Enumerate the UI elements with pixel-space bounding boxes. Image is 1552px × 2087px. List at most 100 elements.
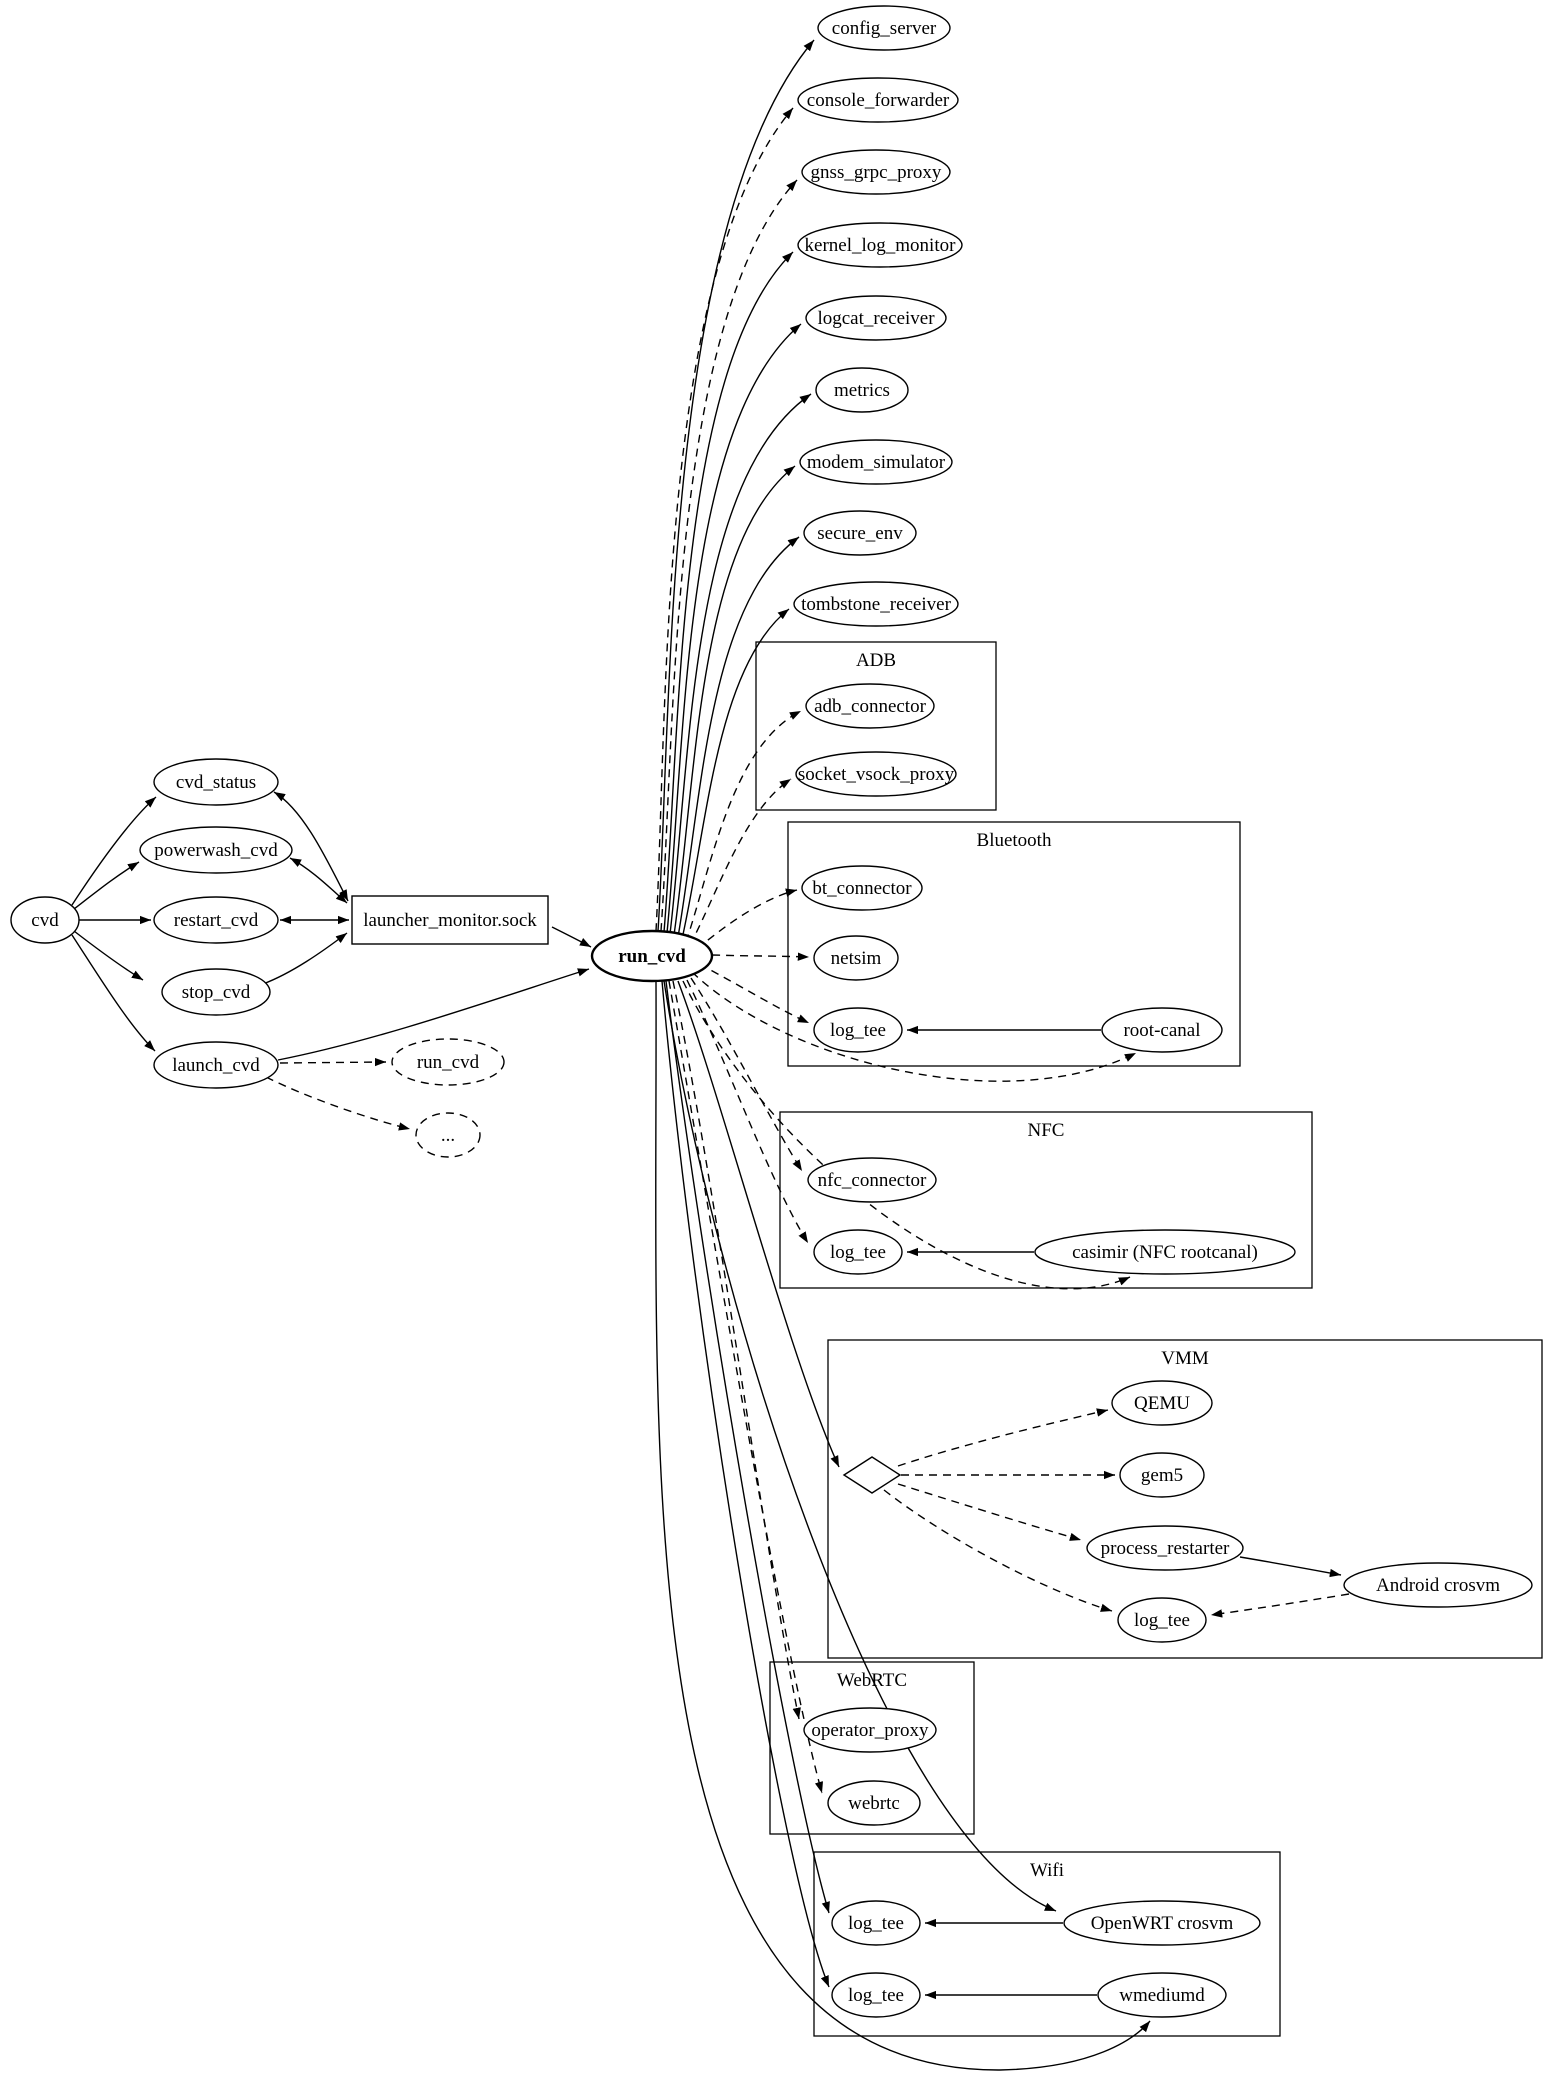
- secure_env-label: secure_env: [817, 523, 903, 544]
- cvd_status-label: cvd_status: [176, 772, 256, 793]
- cvd_status-shape: [153, 758, 279, 806]
- node-webrtc: webrtc: [827, 1780, 921, 1826]
- edge-android_crosvm-log_tee_vmm: [1210, 1593, 1350, 1618]
- node-gnss_grpc_proxy: gnss_grpc_proxy: [801, 149, 951, 195]
- console_forwarder-label: console_forwarder: [807, 90, 950, 111]
- cluster-adb: ADB: [755, 641, 997, 811]
- vmm-selector-diamond-icon: [842, 1456, 902, 1494]
- node-powerwash_cvd: powerwash_cvd: [139, 826, 293, 874]
- edge-run_cvd-console_forwarder: [655, 107, 794, 932]
- log_tee-nfc-label: log_tee: [830, 1242, 886, 1263]
- wifi-title: Wifi: [1030, 1860, 1064, 1881]
- restart_cvd-shape: [153, 896, 279, 944]
- edge-run_cvd-log_tee_wifi_wmediumd: [661, 980, 830, 1988]
- wmediumd-shape: [1097, 1972, 1227, 2018]
- modem_simulator-label: modem_simulator: [807, 452, 946, 473]
- edge-run_cvd-webrtc: [668, 980, 824, 1794]
- node-netsim: netsim: [813, 935, 899, 981]
- metrics-label: metrics: [834, 380, 890, 401]
- log_tee-vmm-label: log_tee: [1134, 1610, 1190, 1631]
- wmediumd-label: wmediumd: [1119, 1985, 1205, 2006]
- log_tee-vmm-shape: [1117, 1597, 1207, 1643]
- node-gem5: gem5: [1119, 1452, 1205, 1498]
- root_canal-label: root-canal: [1123, 1020, 1200, 1041]
- edge-run_cvd-adb_connector: [685, 710, 802, 943]
- android_crosvm-label: Android crosvm: [1376, 1575, 1500, 1596]
- gem5-shape: [1119, 1452, 1205, 1498]
- edge-run_cvd-log_tee_nfc: [686, 979, 809, 1244]
- edge-run_cvd-root_canal: [691, 971, 1137, 1082]
- process_restarter-label: process_restarter: [1101, 1538, 1230, 1559]
- stop_cvd-label: stop_cvd: [182, 982, 251, 1003]
- node-ellipsis: ...: [415, 1112, 481, 1158]
- root_canal-shape: [1101, 1007, 1223, 1053]
- edge-cvd-cvd_status: [71, 796, 157, 906]
- powerwash_cvd-shape: [139, 826, 293, 874]
- android_crosvm-shape: [1343, 1562, 1533, 1608]
- kernel_log_monitor-shape: [797, 222, 963, 268]
- node-run_cvd: run_cvd: [590, 929, 714, 983]
- edge-process_restarter-android_crosvm: [1239, 1556, 1342, 1578]
- gnss_grpc_proxy-shape: [801, 149, 951, 195]
- vmm-title: VMM: [1161, 1348, 1209, 1369]
- node-adb_connector: adb_connector: [805, 683, 935, 729]
- node-log_tee-bt: log_tee: [813, 1007, 903, 1053]
- socket_vsock_proxy-shape: [795, 751, 957, 797]
- vmm-box: [827, 1339, 1543, 1659]
- edge-run_cvd-casimir: [682, 980, 1131, 1290]
- bt_connector-label: bt_connector: [812, 878, 912, 899]
- edge-run_cvd-secure_env: [677, 536, 800, 938]
- edge-launcher_monitor-run_cvd: [551, 926, 592, 948]
- launch_cvd-label: launch_cvd: [172, 1055, 260, 1076]
- bluetooth-box: [787, 821, 1241, 1067]
- socket_vsock_proxy-label: socket_vsock_proxy: [798, 764, 955, 785]
- edge-vmm_selector-log_tee_vmm: [883, 1489, 1113, 1612]
- node-log_tee-wifi-wmediumd: log_tee: [831, 1972, 921, 2018]
- node-qemu: QEMU: [1111, 1380, 1213, 1426]
- ellipsis-label: ...: [441, 1125, 455, 1146]
- run_cvd-shape: [590, 929, 714, 983]
- node-config_server: config_server: [817, 5, 951, 51]
- nfc_connector-label: nfc_connector: [818, 1170, 927, 1191]
- edge-run_cvd-gnss_grpc_proxy: [660, 179, 798, 932]
- adb_connector-label: adb_connector: [814, 696, 927, 717]
- qemu-shape: [1111, 1380, 1213, 1426]
- run_cvd-ghost-label: run_cvd: [417, 1052, 480, 1073]
- nfc-title: NFC: [1028, 1120, 1065, 1141]
- netsim-label: netsim: [831, 948, 882, 969]
- node-log_tee-wifi-openwrt: log_tee: [831, 1900, 921, 1946]
- edge-run_cvd-bt_connector: [696, 888, 798, 950]
- launch_cvd-shape: [153, 1041, 279, 1089]
- log_tee-wifi-openwrt-label: log_tee: [848, 1913, 904, 1934]
- edge-run_cvd-vmm_selector: [677, 980, 840, 1468]
- casimir-shape: [1034, 1229, 1296, 1275]
- node-logcat_receiver: logcat_receiver: [805, 295, 947, 341]
- node-run_cvd-ghost: run_cvd: [391, 1038, 505, 1086]
- edge-run_cvd-metrics: [669, 393, 812, 935]
- logcat_receiver-shape: [805, 295, 947, 341]
- log_tee-nfc-shape: [813, 1229, 903, 1275]
- log_tee-wifi-wmediumd-shape: [831, 1972, 921, 2018]
- gem5-label: gem5: [1141, 1465, 1183, 1486]
- edge-run_cvd-wmediumd: [655, 980, 1151, 2071]
- node-launcher_monitor_sock: launcher_monitor.sock: [351, 895, 549, 945]
- launcher_monitor_sock-shape: [351, 895, 549, 945]
- edge-stop_cvd-launcher_monitor: [262, 932, 348, 985]
- node-console_forwarder: console_forwarder: [797, 77, 959, 123]
- node-android_crosvm: Android crosvm: [1343, 1562, 1533, 1608]
- edge-run_cvd-netsim: [711, 952, 810, 961]
- node-launch_cvd: launch_cvd: [153, 1041, 279, 1089]
- edge-vmm_selector-process_restarter: [897, 1483, 1082, 1541]
- edge-cvd-launch_cvd: [71, 934, 156, 1052]
- process_restarter-shape: [1086, 1525, 1244, 1571]
- edge-cvd-stop_cvd: [73, 930, 144, 981]
- edge-run_cvd-openwrt_crosvm: [663, 980, 1057, 1912]
- openwrt_crosvm-shape: [1063, 1900, 1261, 1946]
- node-process_restarter: process_restarter: [1086, 1525, 1244, 1571]
- cluster-nfc: NFC: [779, 1111, 1313, 1289]
- adb-box: [755, 641, 997, 811]
- kernel_log_monitor-label: kernel_log_monitor: [805, 235, 957, 256]
- gnss_grpc_proxy-label: gnss_grpc_proxy: [811, 162, 942, 183]
- metrics-shape: [815, 367, 909, 413]
- node-vmm-selector: [842, 1456, 902, 1494]
